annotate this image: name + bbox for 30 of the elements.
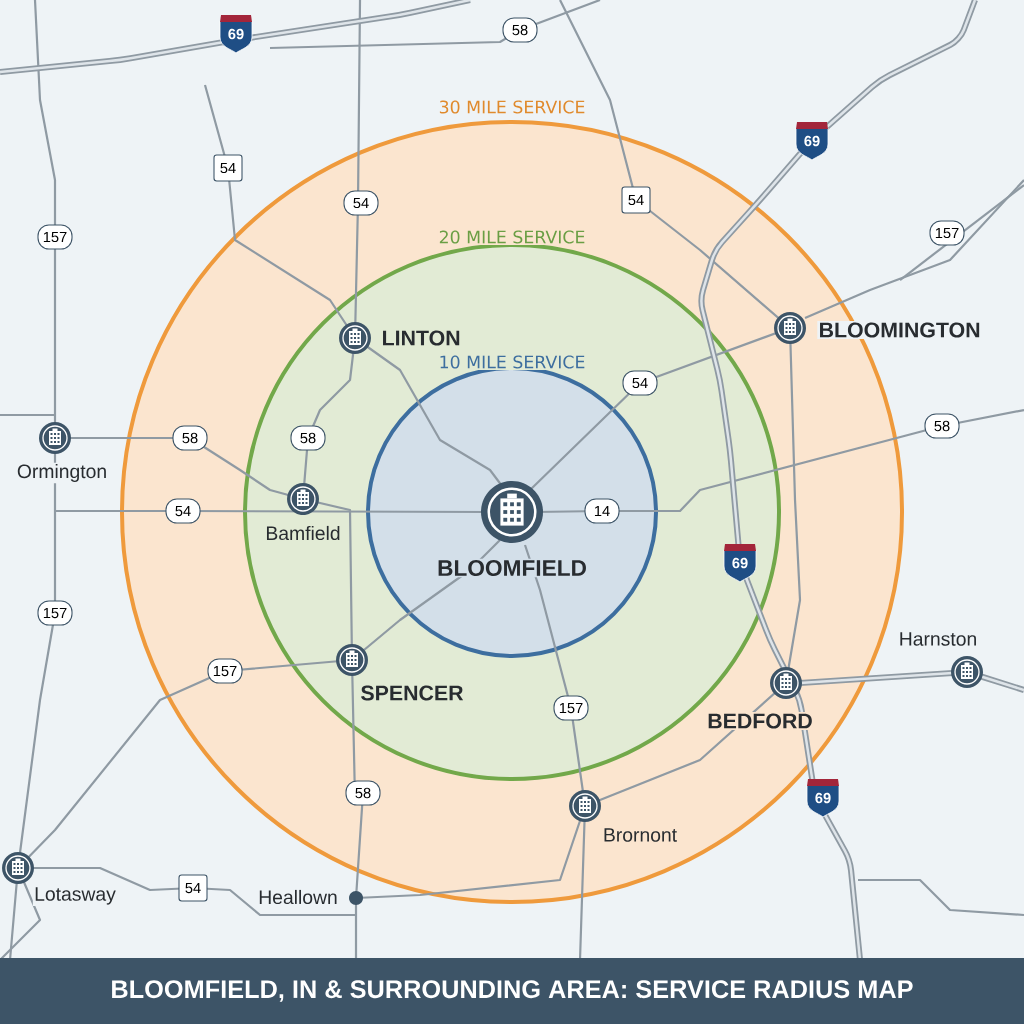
interstate-shield: 69: [723, 544, 757, 583]
route-shield: 58: [345, 780, 381, 806]
route-shield: 157: [929, 220, 965, 246]
interstate-shield: 69: [219, 15, 253, 54]
town-label: SPENCER: [359, 684, 465, 702]
route-shield: 54: [178, 874, 208, 902]
route-shield: 157: [37, 600, 73, 626]
town-label: BLOOMINGTON: [817, 321, 982, 339]
route-shield: 54: [621, 186, 651, 214]
route-shield: 58: [502, 17, 538, 43]
route-shield: 157: [37, 224, 73, 250]
route-shield: 54: [213, 154, 243, 182]
route-shield: 157: [207, 658, 243, 684]
route-shield: 54: [622, 370, 658, 396]
route-shield: 58: [290, 425, 326, 451]
route-shield: 58: [924, 413, 960, 439]
town-label: Lotasway: [32, 886, 118, 906]
title-banner: BLOOMFIELD, IN & SURROUNDING AREA: SERVICE RADIUS MAP: [0, 958, 1024, 1024]
route-shield: 58: [172, 425, 208, 451]
ring-label: 30 MILE SERVICE: [437, 99, 587, 115]
town-label: BEDFORD: [705, 712, 815, 730]
route-shield: 54: [343, 190, 379, 216]
route-shield: 14: [584, 498, 620, 524]
ring-label: 10 MILE SERVICE: [437, 354, 587, 370]
ring-label: 20 MILE SERVICE: [437, 229, 587, 245]
route-shield: 54: [165, 498, 201, 524]
town-label: LINTON: [380, 329, 462, 347]
interstate-shield: 69: [806, 779, 840, 818]
route-shield: 157: [553, 695, 589, 721]
interstate-shield: 69: [795, 122, 829, 161]
